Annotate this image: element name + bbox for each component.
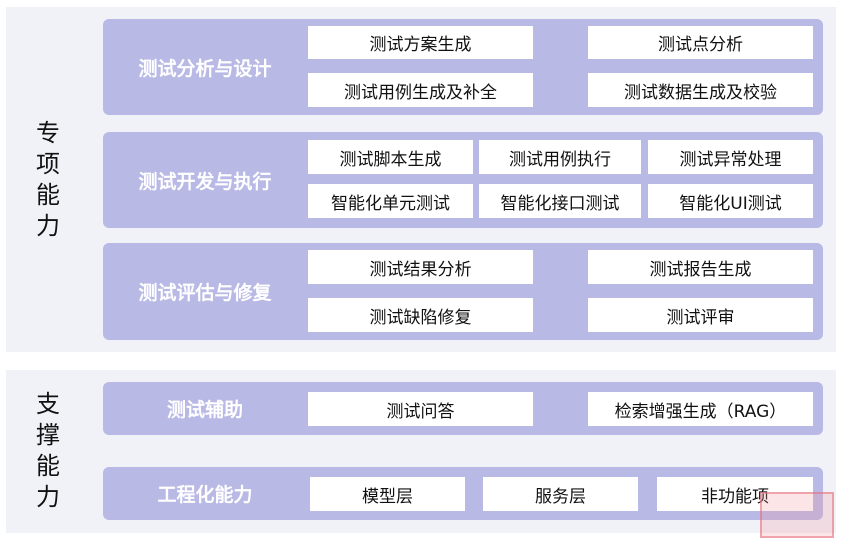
- section-label-support: 支撑能力: [36, 390, 60, 511]
- capability-item: 测试用例执行: [479, 140, 641, 174]
- capability-item: 测试问答: [308, 392, 533, 426]
- capability-item: 模型层: [310, 477, 465, 511]
- capability-item: 测试方案生成: [308, 26, 533, 59]
- group-title: 测试开发与执行: [138, 170, 272, 193]
- capability-item: 测试评审: [588, 298, 813, 332]
- capability-item: 测试报告生成: [588, 250, 813, 284]
- capability-item: 智能化UI测试: [648, 184, 813, 218]
- capability-item: 测试缺陷修复: [308, 298, 533, 332]
- group-title: 测试分析与设计: [138, 57, 272, 80]
- group-test-assist: 测试辅助 测试问答 检索增强生成（RAG）: [103, 382, 823, 435]
- capability-item: 测试脚本生成: [308, 140, 473, 174]
- watermark-stamp: [760, 492, 834, 538]
- capability-item: 测试异常处理: [648, 140, 813, 174]
- capability-item: 测试数据生成及校验: [588, 73, 813, 107]
- group-test-evaluation-repair: 测试评估与修复 测试结果分析 测试报告生成 测试缺陷修复 测试评审: [103, 243, 823, 340]
- group-test-analysis-design: 测试分析与设计 测试方案生成 测试点分析 测试用例生成及补全 测试数据生成及校验: [103, 19, 823, 115]
- section-label-special: 专项能力: [36, 119, 60, 240]
- capability-item: 非功能项: [657, 477, 813, 511]
- group-test-dev-execution: 测试开发与执行 测试脚本生成 测试用例执行 测试异常处理 智能化单元测试 智能化…: [103, 132, 823, 228]
- group-engineering: 工程化能力 模型层 服务层 非功能项: [103, 467, 823, 520]
- capability-item: 测试结果分析: [308, 250, 533, 284]
- group-title: 工程化能力: [157, 484, 253, 506]
- capability-item: 检索增强生成（RAG）: [588, 392, 813, 426]
- group-title: 测试辅助: [166, 399, 243, 421]
- capability-item: 测试点分析: [588, 26, 813, 59]
- capability-item: 测试用例生成及补全: [308, 73, 533, 107]
- capability-item: 服务层: [483, 477, 638, 511]
- capability-item: 智能化单元测试: [308, 184, 473, 218]
- group-title: 测试评估与修复: [138, 282, 272, 304]
- capability-item: 智能化接口测试: [479, 184, 641, 218]
